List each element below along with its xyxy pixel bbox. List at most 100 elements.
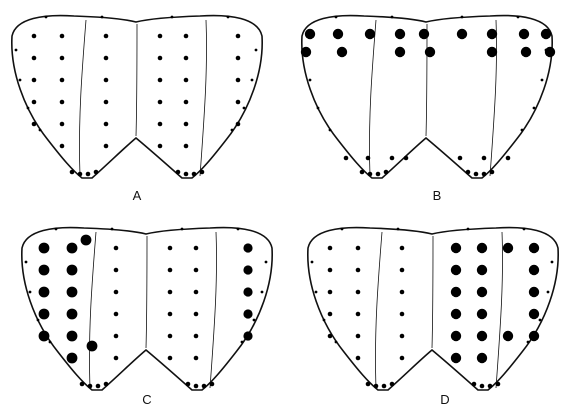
sample-dot xyxy=(194,246,199,251)
sample-dot xyxy=(356,356,361,361)
sample-dot xyxy=(114,290,119,295)
sample-dot xyxy=(67,243,78,254)
sample-dot xyxy=(425,47,435,57)
margin-mark xyxy=(253,319,256,322)
margin-mark xyxy=(227,16,230,19)
margin-mark xyxy=(37,319,40,322)
sample-dot xyxy=(328,312,333,317)
sample-dot xyxy=(32,122,37,127)
sample-dot xyxy=(78,172,83,177)
sample-dot xyxy=(529,287,539,297)
sample-dot xyxy=(67,353,78,364)
sample-dot xyxy=(368,172,373,177)
panel-d xyxy=(308,228,558,390)
margin-mark xyxy=(323,319,326,322)
sample-dot xyxy=(404,156,409,161)
sample-dot xyxy=(356,312,361,317)
sample-dot xyxy=(60,78,65,83)
sample-dot xyxy=(67,265,78,276)
sample-dot xyxy=(194,290,199,295)
margin-mark xyxy=(517,16,520,19)
sample-dot xyxy=(529,331,539,341)
sample-dot xyxy=(96,384,101,389)
panel-a xyxy=(12,16,262,178)
margin-mark xyxy=(527,341,530,344)
sample-dot xyxy=(503,331,513,341)
sample-dot xyxy=(328,334,333,339)
sample-dot xyxy=(477,353,487,363)
margin-mark xyxy=(335,341,338,344)
margin-mark xyxy=(391,16,394,19)
margin-mark xyxy=(101,16,104,19)
sample-dot xyxy=(365,29,375,39)
sample-dot xyxy=(480,384,485,389)
panel-b-label: B xyxy=(433,188,442,203)
sample-dot xyxy=(390,156,395,161)
sample-dot xyxy=(114,356,119,361)
margin-mark xyxy=(237,228,240,231)
sample-dot xyxy=(184,122,189,127)
sample-dot xyxy=(366,156,371,161)
sample-dot xyxy=(541,29,551,39)
sample-dot xyxy=(39,309,50,320)
margin-mark xyxy=(523,228,526,231)
margin-mark xyxy=(309,79,312,82)
sample-dot xyxy=(194,334,199,339)
sample-dot xyxy=(477,265,487,275)
margin-mark xyxy=(261,291,264,294)
sample-dot xyxy=(400,290,405,295)
sample-dot xyxy=(400,246,405,251)
sample-dot xyxy=(356,290,361,295)
sample-dot xyxy=(503,243,513,253)
sample-dot xyxy=(67,309,78,320)
sample-dot xyxy=(60,144,65,149)
vein-line xyxy=(79,20,86,176)
sample-dot xyxy=(400,312,405,317)
sample-dot xyxy=(356,268,361,273)
sample-dot xyxy=(176,170,181,175)
sample-dot xyxy=(477,243,487,253)
sample-dot xyxy=(184,172,189,177)
sample-dot xyxy=(158,56,163,61)
margin-mark xyxy=(55,228,58,231)
sample-dot xyxy=(114,268,119,273)
margin-mark xyxy=(461,16,464,19)
sample-dot xyxy=(70,170,75,175)
sample-dot xyxy=(356,334,361,339)
sample-dot xyxy=(114,246,119,251)
margin-mark xyxy=(551,261,554,264)
sample-dot xyxy=(487,47,497,57)
sample-dot xyxy=(482,172,487,177)
sample-dot xyxy=(168,290,173,295)
sample-dot xyxy=(395,47,405,57)
margin-mark xyxy=(231,129,234,132)
sample-dot xyxy=(158,122,163,127)
margin-mark xyxy=(547,291,550,294)
vein-line xyxy=(496,232,503,388)
vein-line xyxy=(375,232,382,388)
margin-mark xyxy=(341,228,344,231)
sample-dot xyxy=(236,78,241,83)
sample-dot xyxy=(194,268,199,273)
sample-dot xyxy=(376,172,381,177)
sample-dot xyxy=(184,34,189,39)
sample-dot xyxy=(301,47,311,57)
margin-mark xyxy=(251,79,254,82)
margin-mark xyxy=(171,16,174,19)
vein-line xyxy=(426,24,427,136)
sample-dot xyxy=(529,243,539,253)
sample-dot xyxy=(168,246,173,251)
sample-dot xyxy=(521,47,531,57)
vein-line xyxy=(432,236,433,348)
sample-dot xyxy=(243,287,252,296)
sample-dot xyxy=(236,34,241,39)
sample-dot xyxy=(243,331,252,340)
sample-dot xyxy=(210,382,215,387)
sample-dot xyxy=(390,382,395,387)
sample-dot xyxy=(194,384,199,389)
sample-dot xyxy=(384,170,389,175)
margin-mark xyxy=(15,49,18,52)
sample-dot xyxy=(451,309,461,319)
sample-dot xyxy=(104,144,109,149)
sample-dot xyxy=(451,331,461,341)
